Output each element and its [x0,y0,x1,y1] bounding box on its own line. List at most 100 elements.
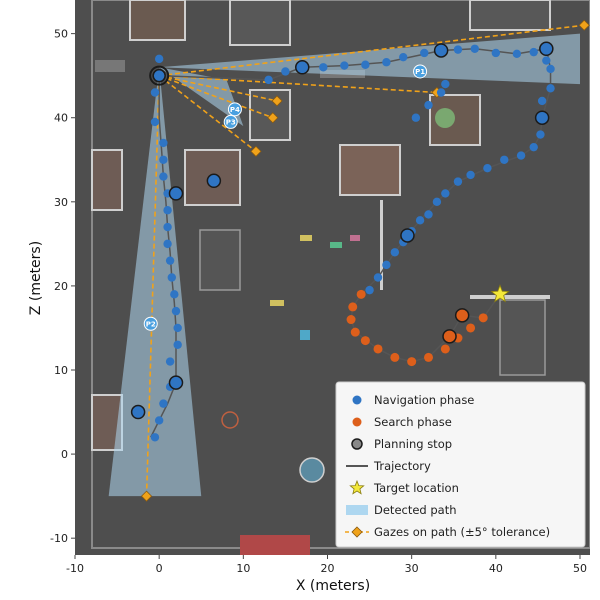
navigation-point [170,290,179,299]
x-axis-label: X (meters) [296,578,370,594]
navigation-point [319,63,328,72]
navigation-point [536,130,545,139]
legend-item: Planning stop [351,437,452,451]
gaze-line [159,74,437,94]
path-label: P4 [227,102,242,117]
navigation-point [399,52,408,62]
planning-stop-navigation [539,41,554,57]
gaze-diamond-marker [578,19,590,31]
legend-item: Navigation phase [352,393,474,407]
gaze-line [159,24,585,77]
y-tick-label: -10 [50,532,68,545]
navigation-point [165,357,175,366]
navigation-point [159,172,168,181]
gaze-line [158,74,278,102]
path-label-badge [227,102,242,117]
planning-stop-search [442,329,457,344]
legend-marker-planning-stop [351,438,363,450]
search-point [478,313,488,323]
navigation-point [373,273,383,282]
navigation-point [163,222,172,232]
y-tick-label: 20 [54,280,68,293]
navigation-point [424,210,433,219]
legend-marker-gaze-diamond [351,526,363,538]
planning-stop-navigation [534,110,550,125]
navigation-point [163,206,172,215]
legend-label: Planning stop [374,437,452,451]
gaze-line [158,74,274,119]
navigation-point [542,56,551,65]
navigation-point [500,155,509,164]
legend-label: Detected path [374,503,457,517]
legend-item: Gazes on path (±5° tolerance) [345,525,550,539]
planning-stop-navigation [433,43,449,58]
navigation-point [173,323,182,333]
path-label-text: P3 [226,118,236,126]
navigation-point [150,117,160,127]
navigation-point [411,113,421,122]
gaze-line [145,75,160,497]
planning-stop-navigation [168,186,184,201]
path-label-text: P4 [230,106,240,114]
gaze-diamond-marker [267,112,279,124]
navigation-point [441,189,450,198]
search-point [348,302,358,312]
navigation-point [340,61,349,70]
planning-stop-navigation [206,173,222,189]
path-label-badge [143,316,158,331]
search-point [346,315,356,325]
navigation-point [159,155,168,164]
navigation-point [546,64,555,74]
legend-label: Navigation phase [374,393,474,407]
search-point [356,289,366,299]
navigation-point [165,256,175,265]
path-label-badge [223,114,238,129]
navigation-point [483,163,492,173]
navigation-point [171,306,181,316]
legend-marker-target [349,479,365,495]
legend-marker-navigation [352,395,362,405]
path-label-badge [413,64,428,79]
y-tick-label: 40 [54,112,68,125]
legend-marker-search [352,417,362,427]
gaze-diamond-marker [271,95,283,107]
x-tick-label: 0 [156,562,163,575]
search-point [407,357,417,367]
legend-label: Gazes on path (±5° tolerance) [374,525,550,539]
navigation-point [365,285,374,295]
search-point [424,352,433,362]
navigation-point [512,49,522,59]
navigation-point [159,399,168,408]
path-label-text: P2 [146,320,156,328]
navigation-point [159,138,168,148]
planning-stop-search [454,308,470,323]
path-label: P1 [413,64,428,79]
planning-stop-navigation [130,404,146,420]
legend-marker-detected-path [346,505,368,515]
legend-item: Target location [349,479,459,495]
x-tick-label: -10 [66,562,84,575]
navigation-point [436,88,446,97]
legend-box [335,381,586,548]
y-tick-label: 10 [54,364,68,377]
navigation-point [466,170,475,180]
navigation-point [491,48,501,58]
navigation-point [361,60,370,69]
navigation-point [150,88,160,97]
navigation-point [516,151,526,160]
target-location-star [490,284,510,303]
start-planning-stop [152,68,166,83]
start-planning-stop-ring [149,65,170,86]
gaze-line [158,75,257,152]
planning-stop-navigation [168,375,184,390]
navigation-point [264,75,273,85]
navigation-point [546,84,555,93]
gaze-layer [140,19,590,502]
navigation-point [432,197,442,207]
search-point [390,352,400,362]
x-tick-label: 10 [236,562,250,575]
x-tick-label: 20 [321,562,335,575]
